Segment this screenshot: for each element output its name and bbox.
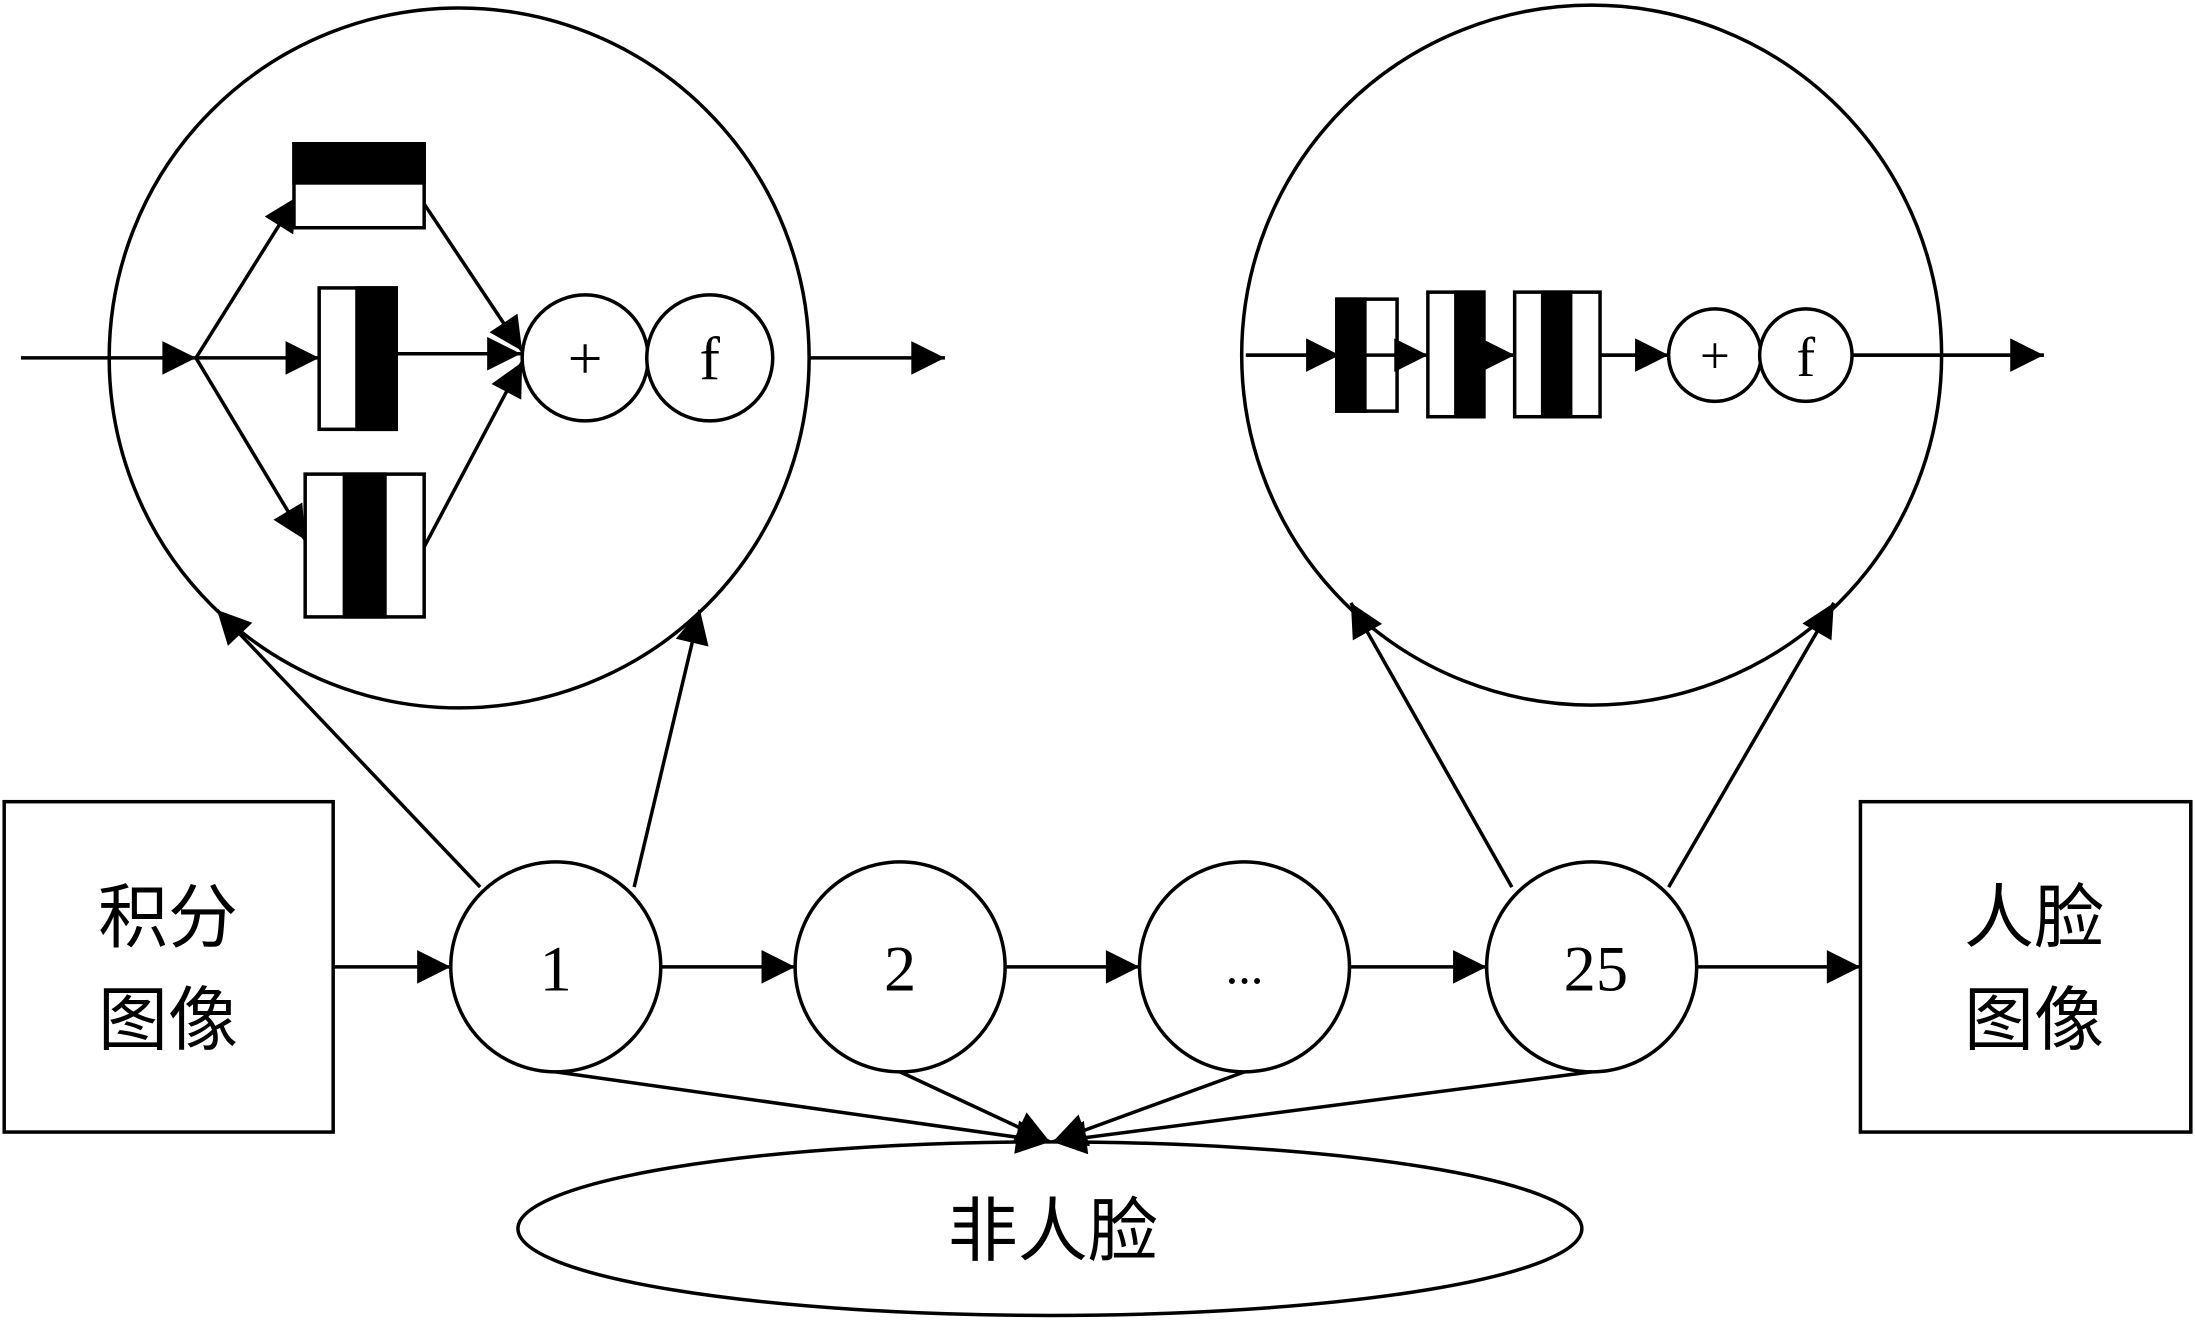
func-symbol-left: f <box>699 325 720 393</box>
branch-arrow-bottom <box>194 357 307 541</box>
haar-feature-edge-horizontal <box>292 141 426 230</box>
sum-symbol-left: + <box>568 325 603 393</box>
output-box-line2: 图像 <box>1964 983 2104 1060</box>
merge-arrow-bottom <box>422 361 524 548</box>
output-box-line1: 人脸 <box>1964 881 2104 958</box>
face-image-box <box>1858 799 2193 1134</box>
zoom-arrow-25-right <box>1667 602 1836 888</box>
zoom-arrow-1-left <box>215 608 482 889</box>
reject-arrow-1 <box>555 1070 1051 1154</box>
reject-arrow-25 <box>1052 1070 1592 1155</box>
input-box-line2: 图像 <box>98 983 238 1060</box>
merge-arrow-top <box>422 202 524 352</box>
reject-arrow-2 <box>899 1070 1051 1144</box>
stage-label-ellipsis: ... <box>1226 939 1264 995</box>
zoom-arrow-1-right <box>632 609 709 888</box>
zoom-arrow-25-left <box>1349 602 1514 888</box>
haar-feature-edge-vertical <box>317 286 398 432</box>
haar-feature-3-right <box>1512 290 1602 419</box>
sum-symbol-right: + <box>1700 326 1730 385</box>
stage-label-25: 25 <box>1564 934 1628 1005</box>
func-symbol-right: f <box>1797 327 1816 389</box>
branch-arrow-top <box>194 196 299 359</box>
func-node-left <box>644 293 775 423</box>
reject-arrow-ellipsis <box>1052 1070 1246 1147</box>
input-box-line1: 积分 <box>98 881 238 958</box>
non-face-label: 非人脸 <box>948 1194 1158 1271</box>
haar-feature-line <box>303 472 426 619</box>
integral-image-box <box>2 799 335 1134</box>
stage-label-2: 2 <box>884 934 916 1005</box>
stage-label-1: 1 <box>540 934 572 1005</box>
